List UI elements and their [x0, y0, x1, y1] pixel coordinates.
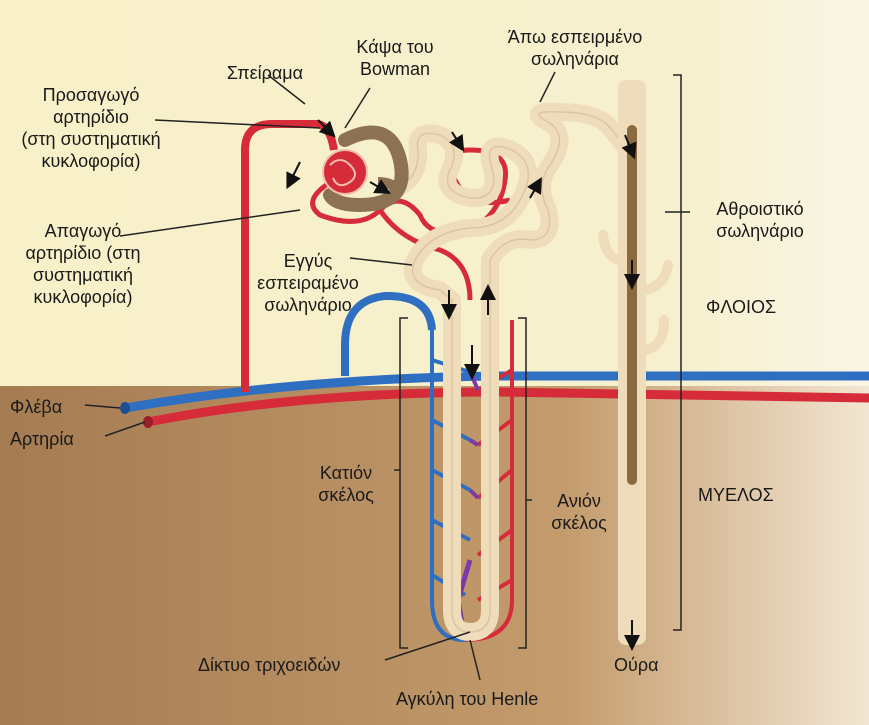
label-vein: Φλέβα [10, 397, 63, 417]
label-artery: Αρτηρία [10, 429, 74, 449]
peritubular-vein [341, 291, 436, 376]
label-afferent-arteriole: Προσαγωγό αρτηρίδιο (στη συστηματική κυκ… [21, 85, 161, 171]
label-loop-of-henle: Αγκύλη του Henle [396, 689, 539, 709]
vein-vessel [120, 371, 869, 413]
glomerulus [322, 149, 368, 195]
label-descending-limb: Κατιόν σκέλος [318, 463, 374, 505]
medulla-region [0, 386, 869, 725]
label-medulla: ΜΥΕΛΟΣ [698, 485, 774, 505]
flow-arrows [286, 119, 640, 651]
label-glomerulus: Σπείραμα [226, 63, 304, 83]
artery-opening [143, 416, 153, 428]
collecting-duct [598, 80, 673, 645]
label-proximal-tubule: Εγγύς εσπειραμένο σωληνάριο [257, 251, 359, 315]
nephron-tubule [383, 102, 637, 641]
label-collecting-duct: Αθροιστικό σωληνάριο [716, 199, 804, 241]
brackets [394, 74, 682, 649]
leader-lines [84, 71, 690, 681]
label-urine: Ούρα [614, 655, 659, 675]
label-distal-tubules: Άπω εσπειρμένο σωληνάρια [507, 27, 643, 69]
artery-vessel [143, 387, 869, 427]
label-efferent-arteriole: Απαγωγό αρτηρίδιο (στη συστηματική κυκλο… [25, 221, 141, 307]
label-cortex: ΦΛΟΙΟΣ [706, 297, 777, 317]
vein-opening [120, 402, 130, 414]
label-bowman-capsule: Κάψα του Bowman [356, 37, 434, 79]
label-ascending-limb: Ανιόν σκέλος [551, 491, 607, 533]
label-capillary-network: Δίκτυο τριχοειδών [198, 655, 341, 675]
